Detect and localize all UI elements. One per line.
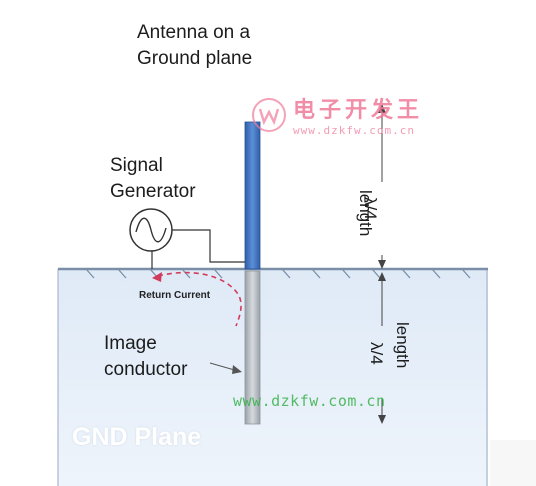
antenna bbox=[244, 121, 261, 270]
image-conductor-label: Image conductor bbox=[104, 333, 188, 380]
watermark-logo-url: www.dzkfw.com.cn bbox=[293, 124, 415, 137]
top-dimension-word: length bbox=[356, 190, 375, 237]
bottom-dimension-fraction: λ/4 bbox=[367, 342, 386, 365]
sine-wave-icon bbox=[135, 217, 167, 243]
signal-generator-label: Signal Generator bbox=[110, 155, 196, 202]
watermark-bottom-url: www.dzkfw.com.cn bbox=[233, 392, 386, 410]
diagram-title: Antenna on a Ground plane bbox=[137, 22, 253, 69]
watermark-logo-text: 电子开发王 bbox=[293, 97, 424, 123]
return-current-label: Return Current bbox=[139, 290, 211, 301]
right-edge-fade bbox=[490, 440, 536, 486]
ground-plane bbox=[58, 269, 488, 486]
bottom-dimension-lower-head bbox=[378, 415, 386, 424]
image-conductor bbox=[244, 270, 261, 425]
top-dimension-upper-head bbox=[378, 104, 386, 113]
bottom-dimension-upper-head bbox=[378, 272, 386, 281]
top-dimension-lower-head bbox=[378, 260, 386, 269]
return-current-arrowhead bbox=[152, 272, 162, 282]
ground-hatch-marks bbox=[85, 268, 471, 279]
watermark-logo-icon bbox=[252, 98, 286, 132]
feed-wire-top bbox=[172, 229, 245, 263]
gnd-plane-label: GND Plane bbox=[72, 423, 202, 451]
return-current-arrow bbox=[157, 271, 242, 327]
bottom-dimension-word: length bbox=[393, 322, 412, 369]
image-conductor-pointer-head bbox=[232, 365, 242, 374]
